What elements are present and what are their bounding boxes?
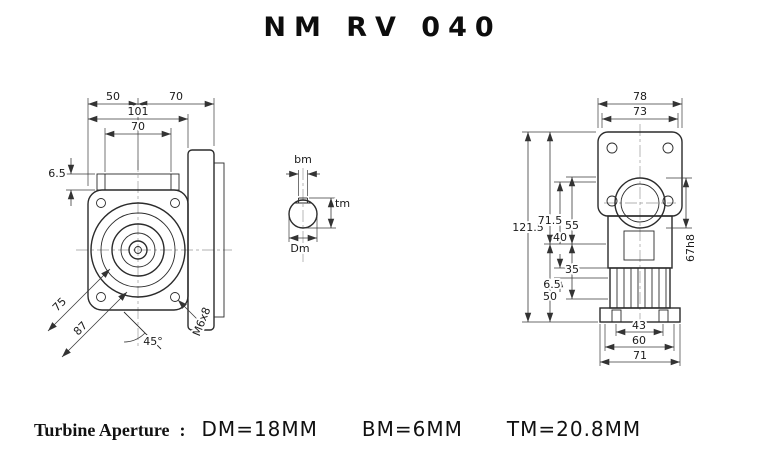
bm-value: BM=6MM bbox=[361, 417, 463, 441]
dim-73-label: 73 bbox=[633, 105, 647, 118]
flange-hole-tl bbox=[606, 142, 618, 154]
bolt-hole-tl bbox=[96, 198, 106, 208]
bm-label: bm bbox=[294, 153, 312, 166]
dm-label: Dm bbox=[290, 242, 309, 255]
bore-circle bbox=[288, 199, 318, 229]
foot-slot-right bbox=[658, 309, 669, 323]
bolt-hole-tr bbox=[170, 198, 180, 208]
dim-50-side-label: 50 bbox=[543, 290, 557, 303]
angle-arc bbox=[123, 332, 146, 343]
circle-3 bbox=[111, 223, 165, 277]
foot-slot-left bbox=[611, 309, 622, 323]
front-view: 50 70 101 70 6.5 75 87 M6x8 45° bbox=[46, 88, 232, 358]
flange-step bbox=[213, 162, 225, 318]
dim-78-label: 78 bbox=[633, 90, 647, 103]
dim-71-5-label: 71.5 bbox=[538, 214, 563, 227]
flange-hole-bl bbox=[606, 195, 618, 207]
dim-101-label: 101 bbox=[128, 105, 149, 118]
side-view-dimensions bbox=[522, 98, 692, 366]
spigot-inner-circle bbox=[620, 183, 660, 223]
output-flange bbox=[187, 149, 215, 331]
dim-75-label: 75 bbox=[50, 295, 69, 314]
drawing-title: NM RV 040 bbox=[263, 12, 502, 43]
angle-reference-line bbox=[123, 311, 162, 350]
flange-hole-tr bbox=[662, 142, 674, 154]
side-boss bbox=[623, 230, 655, 261]
dim-87-label: 87 bbox=[71, 319, 90, 338]
dim-71-label: 71 bbox=[633, 349, 647, 362]
spigot-outer-circle bbox=[614, 177, 666, 229]
dim-43-label: 43 bbox=[632, 319, 646, 332]
flange-hole-br bbox=[662, 195, 674, 207]
bore-detail: bm tm Dm bbox=[286, 151, 352, 262]
top-plate bbox=[96, 173, 180, 191]
turbine-aperture-label: Turbine Aperture bbox=[34, 420, 170, 440]
footer-colon: : bbox=[179, 420, 186, 440]
dim-70-top-label: 70 bbox=[169, 90, 183, 103]
shaft-bore-circle bbox=[128, 240, 148, 260]
bolt-hole-bl bbox=[96, 292, 106, 302]
tm-value: TM=20.8MM bbox=[506, 417, 642, 441]
side-view-geometry bbox=[597, 124, 683, 330]
bore-detail-dimensions bbox=[286, 170, 336, 242]
dim-55-label: 55 bbox=[565, 219, 579, 232]
dim-6-5-label: 6.5 bbox=[48, 167, 66, 180]
dim-35-label: 35 bbox=[565, 263, 579, 276]
tm-label: tm bbox=[335, 197, 350, 210]
thread-note-m6x8: M6x8 bbox=[190, 305, 213, 338]
front-view-dimensions bbox=[47, 98, 215, 358]
mounting-foot bbox=[599, 307, 681, 323]
center-circle bbox=[134, 246, 142, 254]
bolt-hole-br bbox=[170, 292, 180, 302]
dim-50-label: 50 bbox=[106, 90, 120, 103]
angle-45-label: 45° bbox=[143, 335, 163, 348]
footer: Turbine Aperture : DM=18MM BM=6MM TM=20.… bbox=[34, 417, 641, 441]
front-view-geometry bbox=[76, 149, 232, 350]
dim-6-5-side-label: 6.5 bbox=[543, 278, 561, 291]
circle-2 bbox=[100, 212, 176, 288]
bore-detail-geometry bbox=[288, 168, 318, 262]
dim-70-mid-label: 70 bbox=[131, 120, 145, 133]
outer-circle bbox=[90, 202, 186, 298]
side-view: 78 73 121.5 71.5 50 55 40 35 6.5 67h8 43… bbox=[510, 88, 699, 366]
dim-60-label: 60 bbox=[632, 334, 646, 347]
dim-67h8-label: 67h8 bbox=[684, 234, 697, 262]
circle-4 bbox=[120, 232, 156, 268]
dm-value: DM=18MM bbox=[201, 417, 318, 441]
dim-121-5-label: 121.5 bbox=[512, 221, 544, 234]
dim-40-label: 40 bbox=[553, 231, 567, 244]
